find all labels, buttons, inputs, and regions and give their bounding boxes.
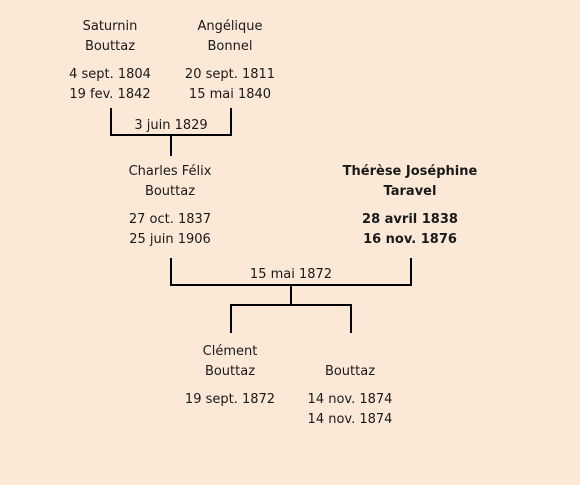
first-name: Thérèse Joséphine [342,164,478,179]
first-name: Saturnin [82,19,138,34]
connector-right-drop [230,108,232,136]
connector-sibling-bar [230,304,352,306]
person-angelique: Angélique Bonnel 20 sept. 1811 15 mai 18… [180,17,280,105]
person-clement: Clément Bouttaz 19 sept. 1872 [180,342,280,410]
last-name: Bouttaz [324,364,376,379]
connector-sibling-drop-right [350,304,352,333]
connector-sibling-drop-left [230,304,232,333]
birth-date: 4 sept. 1804 [69,67,151,82]
connector-child-drop [170,134,172,156]
last-name: Bouttaz [204,364,256,379]
death-date: 19 fev. 1842 [69,87,151,102]
first-name: Angélique [197,19,263,34]
connector-right-drop [410,258,412,286]
birth-date: 14 nov. 1874 [307,392,393,407]
last-name: Bouttaz [144,184,196,199]
marriage-date: 3 juin 1829 [131,118,211,134]
last-name: Bouttaz [84,39,136,54]
last-name: Taravel [383,184,437,199]
connector-left-drop [170,258,172,286]
person-saturnin: Saturnin Bouttaz 4 sept. 1804 19 fev. 18… [60,17,160,105]
birth-date: 27 oct. 1837 [128,212,212,227]
death-date: 14 nov. 1874 [307,412,393,427]
marriage-date: 15 mai 1872 [246,267,336,283]
person-child2: Bouttaz 14 nov. 1874 14 nov. 1874 [300,342,400,430]
death-date: 25 juin 1906 [129,232,211,247]
first-name: Clément [202,344,258,359]
birth-date: 28 avril 1838 [362,212,458,227]
person-charles: Charles Félix Bouttaz 27 oct. 1837 25 ju… [110,162,230,250]
birth-date: 20 sept. 1811 [184,67,276,82]
birth-date: 19 sept. 1872 [184,392,276,407]
death-date: 16 nov. 1876 [363,232,457,247]
death-date: 15 mai 1840 [188,87,272,102]
last-name: Bonnel [207,39,253,54]
person-therese: Thérèse Joséphine Taravel 28 avril 1838 … [335,162,485,250]
connector-child-drop [290,284,292,304]
connector-left-drop [110,108,112,136]
first-name: Charles Félix [128,164,212,179]
